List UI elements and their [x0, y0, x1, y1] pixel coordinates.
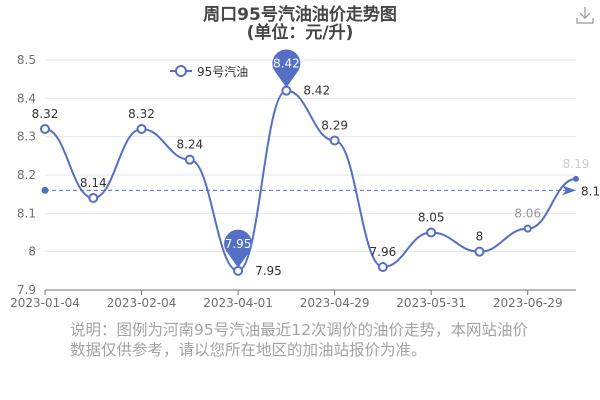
x-tick-label: 2023-04-29	[300, 296, 370, 310]
chart-note: 说明：图例为河南95号汽油最近12次调价的油价走势，本网站油价数据仅供参考，请以…	[70, 321, 528, 359]
y-tick-label: 8.5	[17, 53, 36, 67]
y-tick-label: 8.4	[17, 91, 36, 105]
chart-subtitle: (单位：元/升)	[246, 23, 354, 43]
x-tick-label: 2023-02-04	[107, 296, 177, 310]
data-point	[474, 246, 485, 257]
average-line-label: 8.1	[581, 184, 600, 198]
y-tick-label: 8.1	[17, 206, 36, 220]
data-point	[281, 85, 292, 96]
data-point	[573, 175, 579, 182]
data-label: 8	[476, 230, 484, 244]
data-label: 8.14	[80, 176, 107, 190]
data-point	[377, 262, 388, 272]
data-point	[523, 224, 532, 233]
data-point	[40, 124, 50, 134]
mark-point-label: 8.42	[273, 57, 300, 71]
y-tick-label: 8.3	[17, 130, 36, 144]
data-label: 8.32	[128, 107, 155, 121]
x-tick-label: 2023-06-29	[493, 296, 563, 310]
legend-marker	[175, 65, 187, 77]
data-point	[88, 193, 99, 203]
data-point	[184, 154, 195, 165]
data-point	[426, 227, 437, 238]
chart-title: 周口95号汽油油价走势图	[203, 5, 397, 25]
data-label: 7.95	[255, 264, 282, 278]
data-label: 8.19	[563, 157, 590, 171]
data-label: 8.05	[418, 211, 445, 225]
legend-label: 95号汽油	[197, 64, 248, 79]
x-tick-label: 2023-04-01	[203, 296, 273, 310]
data-point	[233, 265, 244, 276]
data-label: 8.06	[514, 207, 541, 221]
download-icon[interactable]	[576, 6, 594, 28]
y-tick-label: 8.2	[17, 168, 36, 182]
mark-point-min	[224, 229, 253, 268]
data-label: 8.32	[32, 107, 59, 121]
data-point	[329, 135, 340, 146]
data-point	[136, 124, 147, 134]
x-tick-label: 2023-01-04	[10, 296, 80, 310]
y-tick-label: 7.9	[17, 283, 36, 297]
data-label: 8.24	[176, 138, 203, 152]
average-line-arrow	[562, 185, 576, 196]
mark-point-label: 7.95	[225, 237, 252, 251]
average-line-start	[41, 186, 49, 194]
mark-point-max	[272, 49, 301, 88]
data-label: 7.96	[370, 245, 397, 259]
data-label: 8.42	[303, 84, 330, 98]
x-tick-label: 2023-05-31	[396, 296, 466, 310]
y-tick-label: 8	[28, 245, 36, 259]
data-label: 8.29	[321, 119, 348, 133]
series-line	[44, 89, 577, 272]
